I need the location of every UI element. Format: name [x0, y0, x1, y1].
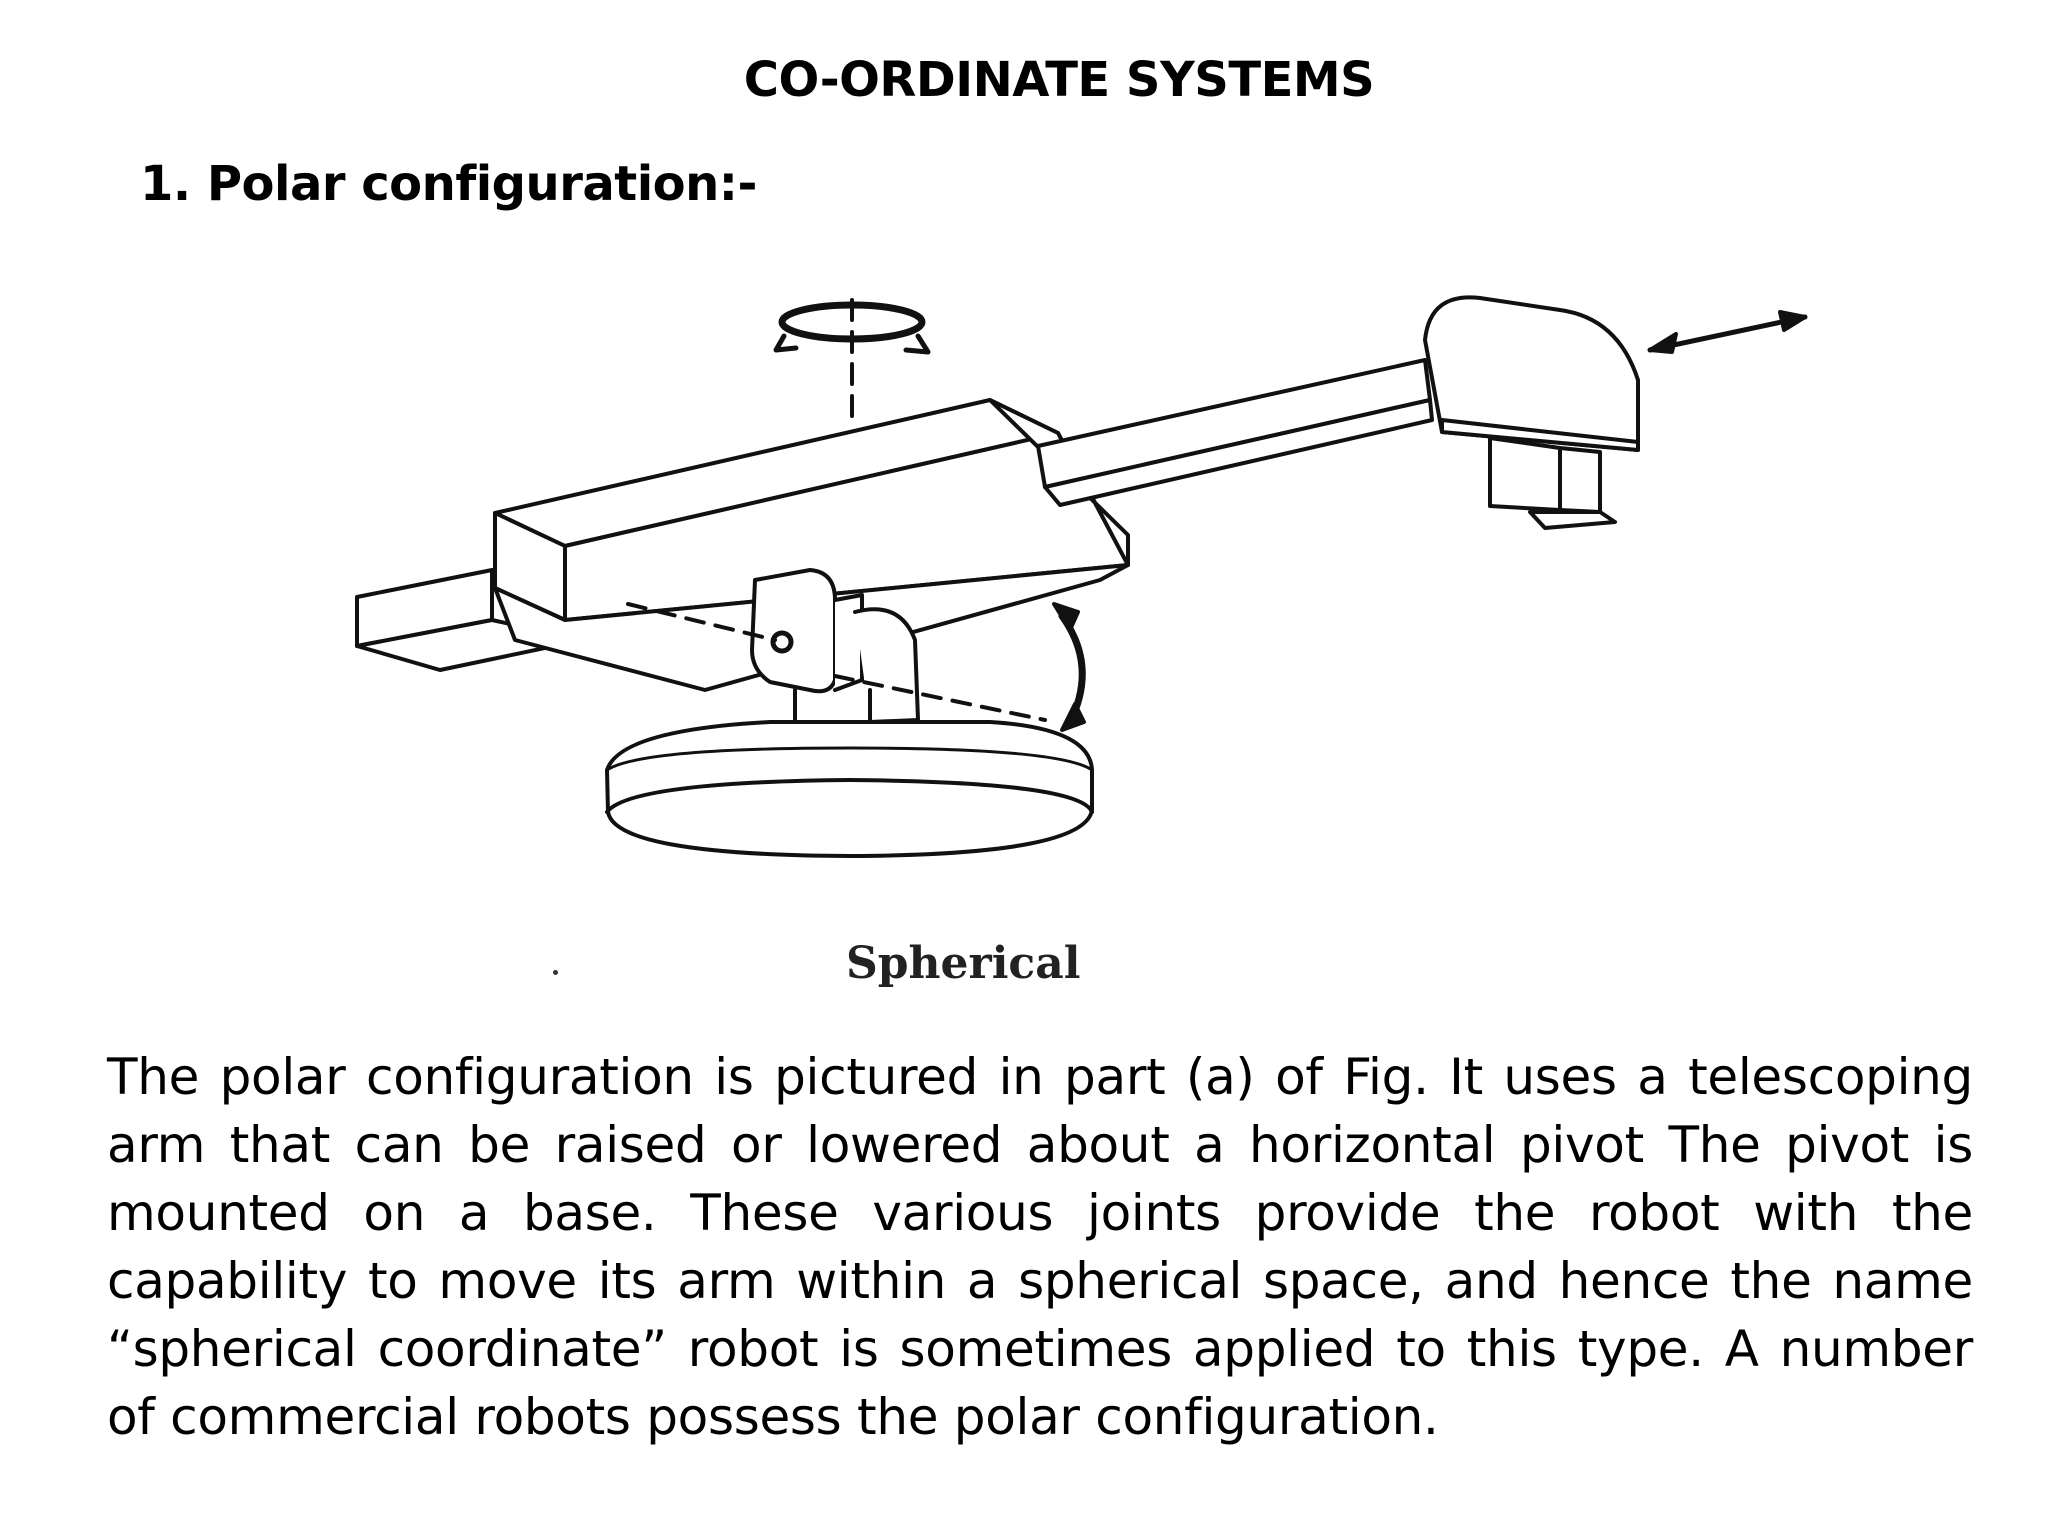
end-effector — [1423, 295, 1640, 530]
base-rotation-arrow-icon — [773, 298, 931, 422]
stray-dot — [553, 970, 558, 975]
robot-base — [605, 720, 1094, 858]
figure-caption: Spherical — [846, 938, 1081, 989]
arm-body-box — [493, 398, 1130, 692]
pivot-axis-line — [626, 602, 1047, 722]
support-column — [793, 607, 920, 724]
polar-robot-diagram — [355, 295, 1808, 858]
extension-arrow-icon — [1647, 310, 1808, 354]
pitch-arrow-icon — [1052, 602, 1086, 732]
pivot-yoke — [750, 568, 864, 694]
slide-title: CO-ORDINATE SYSTEMS — [743, 52, 1375, 108]
telescoping-arm — [1036, 358, 1434, 507]
section-heading: 1. Polar configuration:- — [140, 156, 757, 212]
body-paragraph: The polar configuration is pictured in p… — [107, 1048, 1973, 1446]
